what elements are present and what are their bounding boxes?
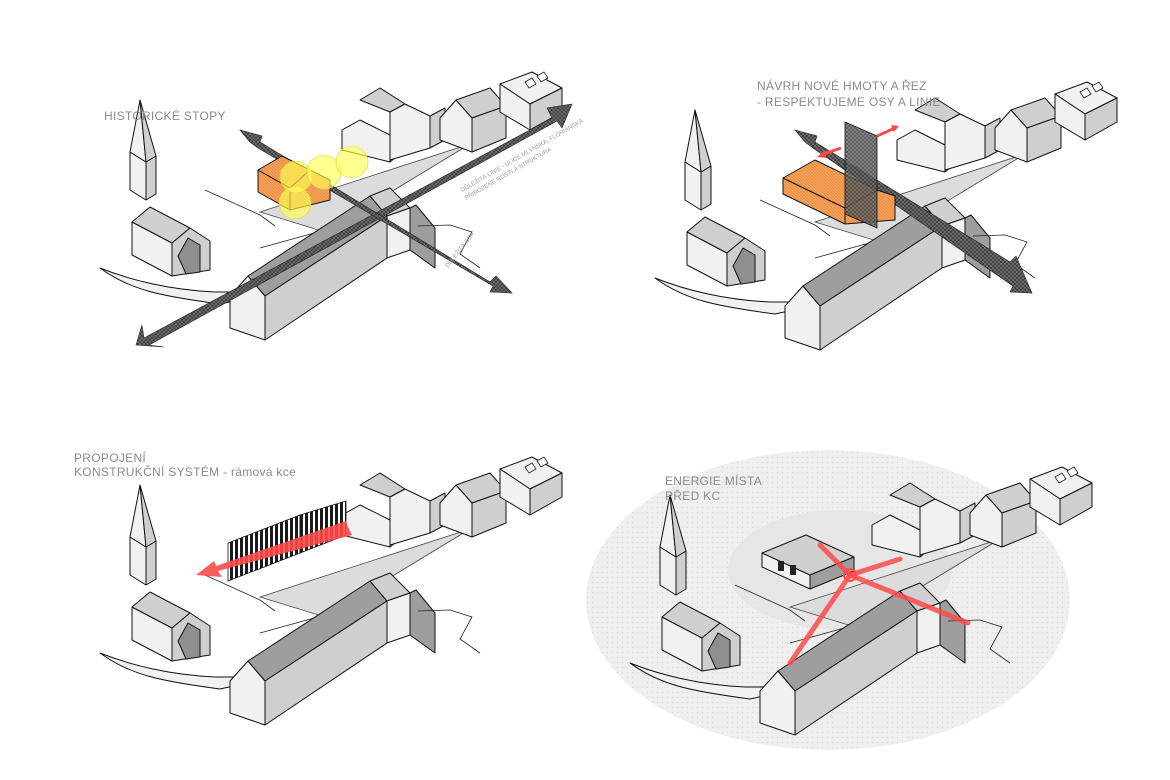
energy-rays xyxy=(787,542,971,666)
new-mass xyxy=(782,159,896,225)
panel-3-title-1: PROPOJENÍ xyxy=(74,450,146,465)
panel-3-title-2: KONSTRUKČNÍ SYSTÉM - rámová kce xyxy=(74,464,296,479)
cultural-centre xyxy=(761,534,855,590)
panel-2-title-1: NÁVRH NOVÉ HMOTY A ŘEZ xyxy=(757,78,927,93)
panel-2-title-2: - RESPEKTUJEME OSY A LINIE xyxy=(757,95,941,109)
energy-centre xyxy=(843,568,857,582)
diagonal-axis-arrow xyxy=(135,103,573,348)
panel-propojeni: PROPOJENÍ KONSTRUKČNÍ SYSTÉM - rámová kc… xyxy=(74,450,563,726)
panel-4-title-1: ENERGIE MÍSTA xyxy=(665,473,762,488)
cross-axis-arrow xyxy=(239,129,513,294)
panel-navrh-nove-hmoty: NÁVRH NOVÉ HMOTY A ŘEZ - RESPEKTUJEME OS… xyxy=(654,78,1118,351)
section-plane xyxy=(844,121,878,229)
connection-arrow xyxy=(196,521,352,577)
panel-1-title: HISTORICKÉ STOPY xyxy=(104,108,226,123)
panel-energie-mista: ENERGIE MÍSTA PŘED KC xyxy=(586,450,1093,750)
panel-1-annotation-2: PŘIROZENĚ ROSTLÁ STRUKTURA xyxy=(463,145,553,201)
red-arrow-right xyxy=(876,126,896,138)
panel-4-title-2: PŘED KC xyxy=(665,488,720,503)
panel-historicke-stopy: HISTORICKÉ STOPY DŮLEŽITÁ LINIE - ULICE … xyxy=(99,71,585,348)
trace-circles xyxy=(278,145,369,220)
